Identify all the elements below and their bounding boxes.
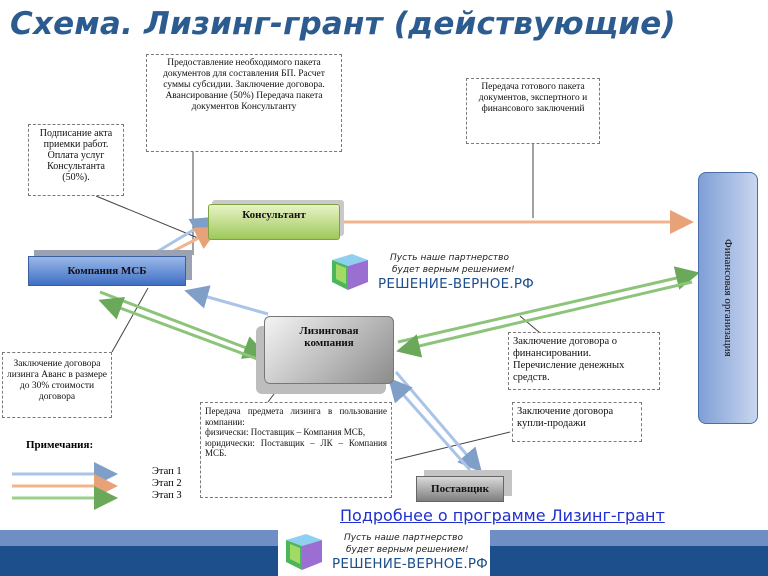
legend-title: Примечания:: [26, 439, 94, 451]
node-supplier-label: Поставщик: [431, 483, 489, 495]
node-financial-label: Финансовая организация: [722, 239, 734, 357]
legend-stage-1: Этап 1: [152, 466, 182, 477]
callout-transfer-line3: юридически: Поставщик – ЛК – Компания МС…: [205, 437, 387, 459]
logo-middle-slogan-1: Пусть наше партнерство: [390, 253, 509, 263]
legend-lines: [12, 462, 118, 510]
callout-docs-package: Предоставление необходимого пакета докум…: [146, 54, 342, 152]
callout-transfer: Передача предмета лизинга в пользование …: [200, 402, 392, 498]
callout-purchase-contract: Заключение договора купли-продажи: [512, 402, 642, 442]
cube-logo-icon: [332, 254, 368, 290]
node-msb: Компания МСБ: [28, 256, 186, 286]
callout-ready-package-text: Передача готового пакета документов, экс…: [478, 82, 588, 114]
callout-leasing-contract-text: Заключение договора лизинга Аванс в разм…: [7, 359, 107, 402]
callout-purchase-contract-text: Заключение договора купли-продажи: [517, 406, 614, 429]
logo-footer-slogan-2: будет верным решением!: [346, 545, 469, 555]
callout-finance-contract-text: Заключение договора о финансировании. Пе…: [513, 336, 625, 383]
logo-middle-slogan-2: будет верным решением!: [392, 265, 515, 275]
callout-ready-package: Передача готового пакета документов, экс…: [466, 78, 600, 144]
node-consultant-label: Консультант: [242, 209, 306, 221]
callout-finance-contract: Заключение договора о финансировании. Пе…: [508, 332, 660, 390]
node-financial: Финансовая организация: [698, 172, 758, 424]
legend-stage-2: Этап 2: [152, 478, 182, 489]
node-consultant: Консультант: [208, 204, 340, 240]
page-title: Схема. Лизинг-грант (действующие): [10, 6, 676, 42]
node-supplier: Поставщик: [416, 476, 504, 502]
logo-footer-brand: РЕШЕНИЕ-ВЕРНОЕ.РФ: [332, 556, 488, 572]
callout-leasing-contract: Заключение договора лизинга Аванс в разм…: [2, 352, 112, 418]
stage1-arrows: [149, 216, 482, 473]
logo-middle: Пусть наше партнерство будет верным реше…: [328, 250, 534, 294]
cube-logo-footer-icon: [286, 534, 322, 570]
callout-act-signing-text: Подписание акта приемки работ. Оплата ус…: [39, 128, 113, 183]
logo-footer: Пусть наше партнерство будет верным реше…: [282, 530, 488, 574]
node-leasing-label: Лизинговая компания: [299, 325, 359, 349]
callout-transfer-line1: Передача предмета лизинга в пользование …: [205, 406, 387, 427]
node-leasing: Лизинговая компания: [264, 316, 394, 384]
program-details-link[interactable]: Подробнее о программе Лизинг-грант: [340, 506, 665, 525]
node-msb-label: Компания МСБ: [67, 265, 147, 277]
legend-stage-3: Этап 3: [152, 490, 182, 501]
logo-middle-brand: РЕШЕНИЕ-ВЕРНОЕ.РФ: [378, 276, 534, 292]
callout-transfer-line2: физически: Поставщик – Компания МСБ,: [205, 427, 366, 437]
callout-docs-package-text: Предоставление необходимого пакета докум…: [163, 58, 325, 112]
logo-footer-slogan-1: Пусть наше партнерство: [344, 533, 463, 543]
callout-act-signing: Подписание акта приемки работ. Оплата ус…: [28, 124, 124, 196]
stage3-arrows: [98, 266, 700, 362]
stage2-arrows: [159, 210, 694, 260]
